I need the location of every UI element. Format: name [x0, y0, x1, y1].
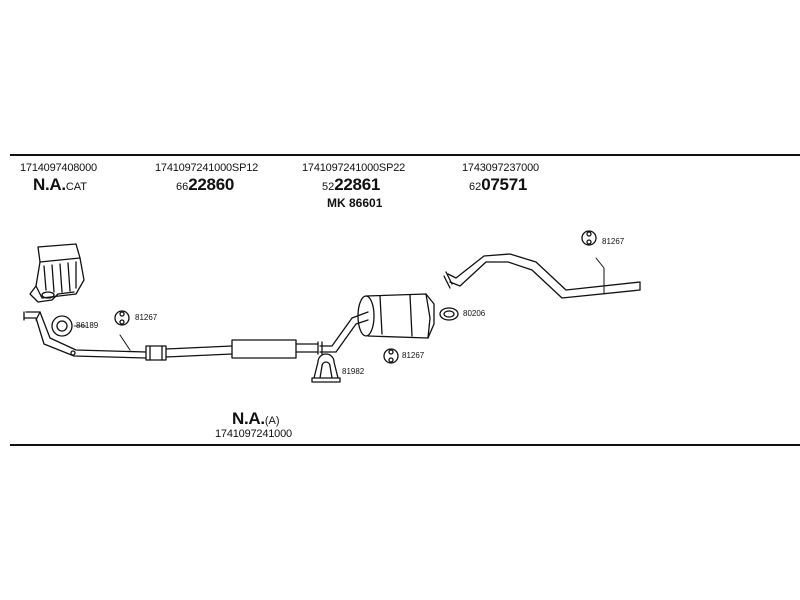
front-pipe-icon: [23, 311, 323, 361]
rubber-mount-front-icon: [114, 310, 130, 326]
bottom-part-label: N.A.(A): [232, 410, 279, 428]
tail-pipe-icon: [443, 253, 641, 299]
rear-silencer-mk-code: MK 86601: [327, 196, 383, 210]
catalytic-converter-icon: [29, 243, 85, 303]
cat-label: N.A.CAT: [33, 176, 87, 194]
seal-ring-icon: [439, 307, 459, 321]
rear-silencer-code: 5222861: [322, 176, 380, 194]
u-bolt-clamp-icon: [311, 353, 341, 383]
top-rule: [10, 154, 800, 156]
bottom-part-number: 1741097241000: [215, 428, 292, 440]
cat-label-suffix: CAT: [65, 181, 87, 193]
rear-silencer-code-main: 22861: [334, 175, 381, 194]
bottom-part-label-main: N.A.: [232, 409, 265, 428]
gasket-ring-icon: [51, 315, 73, 337]
part-number-tail-pipe: 1743097237000: [462, 162, 539, 174]
front-pipe-code: 6622860: [176, 176, 234, 194]
rear-silencer-code-prefix: 52: [322, 181, 335, 193]
part-number-front-pipe: 1741097241000SP12: [155, 162, 259, 174]
front-pipe-code-prefix: 66: [176, 181, 189, 193]
rubber-mount-silencer-icon: [383, 348, 399, 364]
part-number-cat: 1714097408000: [20, 162, 97, 174]
callout-81267-tail: 81267: [602, 237, 625, 246]
cat-label-main: N.A.: [33, 175, 66, 194]
rubber-mount-tail-icon: [581, 230, 597, 246]
callout-81267-silencer: 81267: [402, 351, 425, 360]
rear-silencer-icon: [319, 293, 435, 353]
tail-pipe-code-prefix: 62: [469, 181, 482, 193]
callout-86189: 86189: [76, 321, 99, 330]
callout-81267-front: 81267: [135, 313, 158, 322]
callout-81982: 81982: [342, 367, 365, 376]
callout-80206: 80206: [463, 309, 486, 318]
tail-pipe-code: 6207571: [469, 176, 527, 194]
front-pipe-code-main: 22860: [188, 175, 235, 194]
bottom-part-label-suffix: (A): [264, 415, 280, 427]
bottom-rule: [10, 444, 800, 446]
part-number-rear-silencer: 1741097241000SP22: [302, 162, 406, 174]
tail-pipe-code-main: 07571: [481, 175, 528, 194]
